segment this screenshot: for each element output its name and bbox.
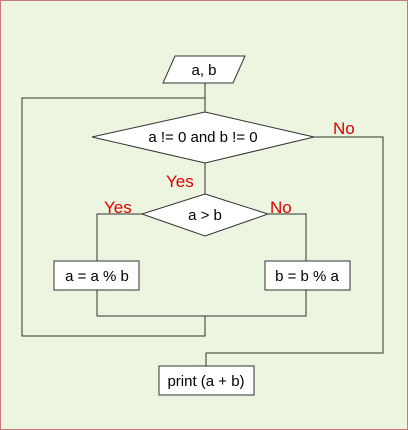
branch-yes-label: Yes bbox=[104, 198, 132, 217]
connector-loop-no-to-output bbox=[205, 136, 384, 366]
yes-step-box bbox=[53, 260, 140, 291]
input-shape bbox=[162, 55, 246, 84]
loop-decision-shape bbox=[91, 111, 315, 164]
connectors bbox=[21, 83, 384, 366]
input-label: a, b bbox=[191, 62, 216, 79]
yes-step-label: a = a % b bbox=[65, 268, 129, 285]
branch-decision-shape bbox=[140, 193, 270, 237]
output-label: print (a + b) bbox=[167, 373, 244, 390]
loop-no-label: No bbox=[333, 119, 355, 138]
connector-loop-back bbox=[21, 97, 206, 337]
connector-merge bbox=[96, 290, 307, 317]
connector-branch-no bbox=[268, 213, 307, 261]
output-box bbox=[158, 365, 255, 396]
no-step-label: b = b % a bbox=[275, 268, 339, 285]
no-step-box bbox=[264, 260, 351, 291]
loop-condition-label: a != 0 and b != 0 bbox=[148, 129, 257, 146]
connector-branch-yes bbox=[96, 213, 142, 261]
branch-condition-label: a > b bbox=[188, 207, 222, 224]
branch-no-label: No bbox=[270, 198, 292, 217]
loop-yes-label: Yes bbox=[166, 172, 194, 191]
